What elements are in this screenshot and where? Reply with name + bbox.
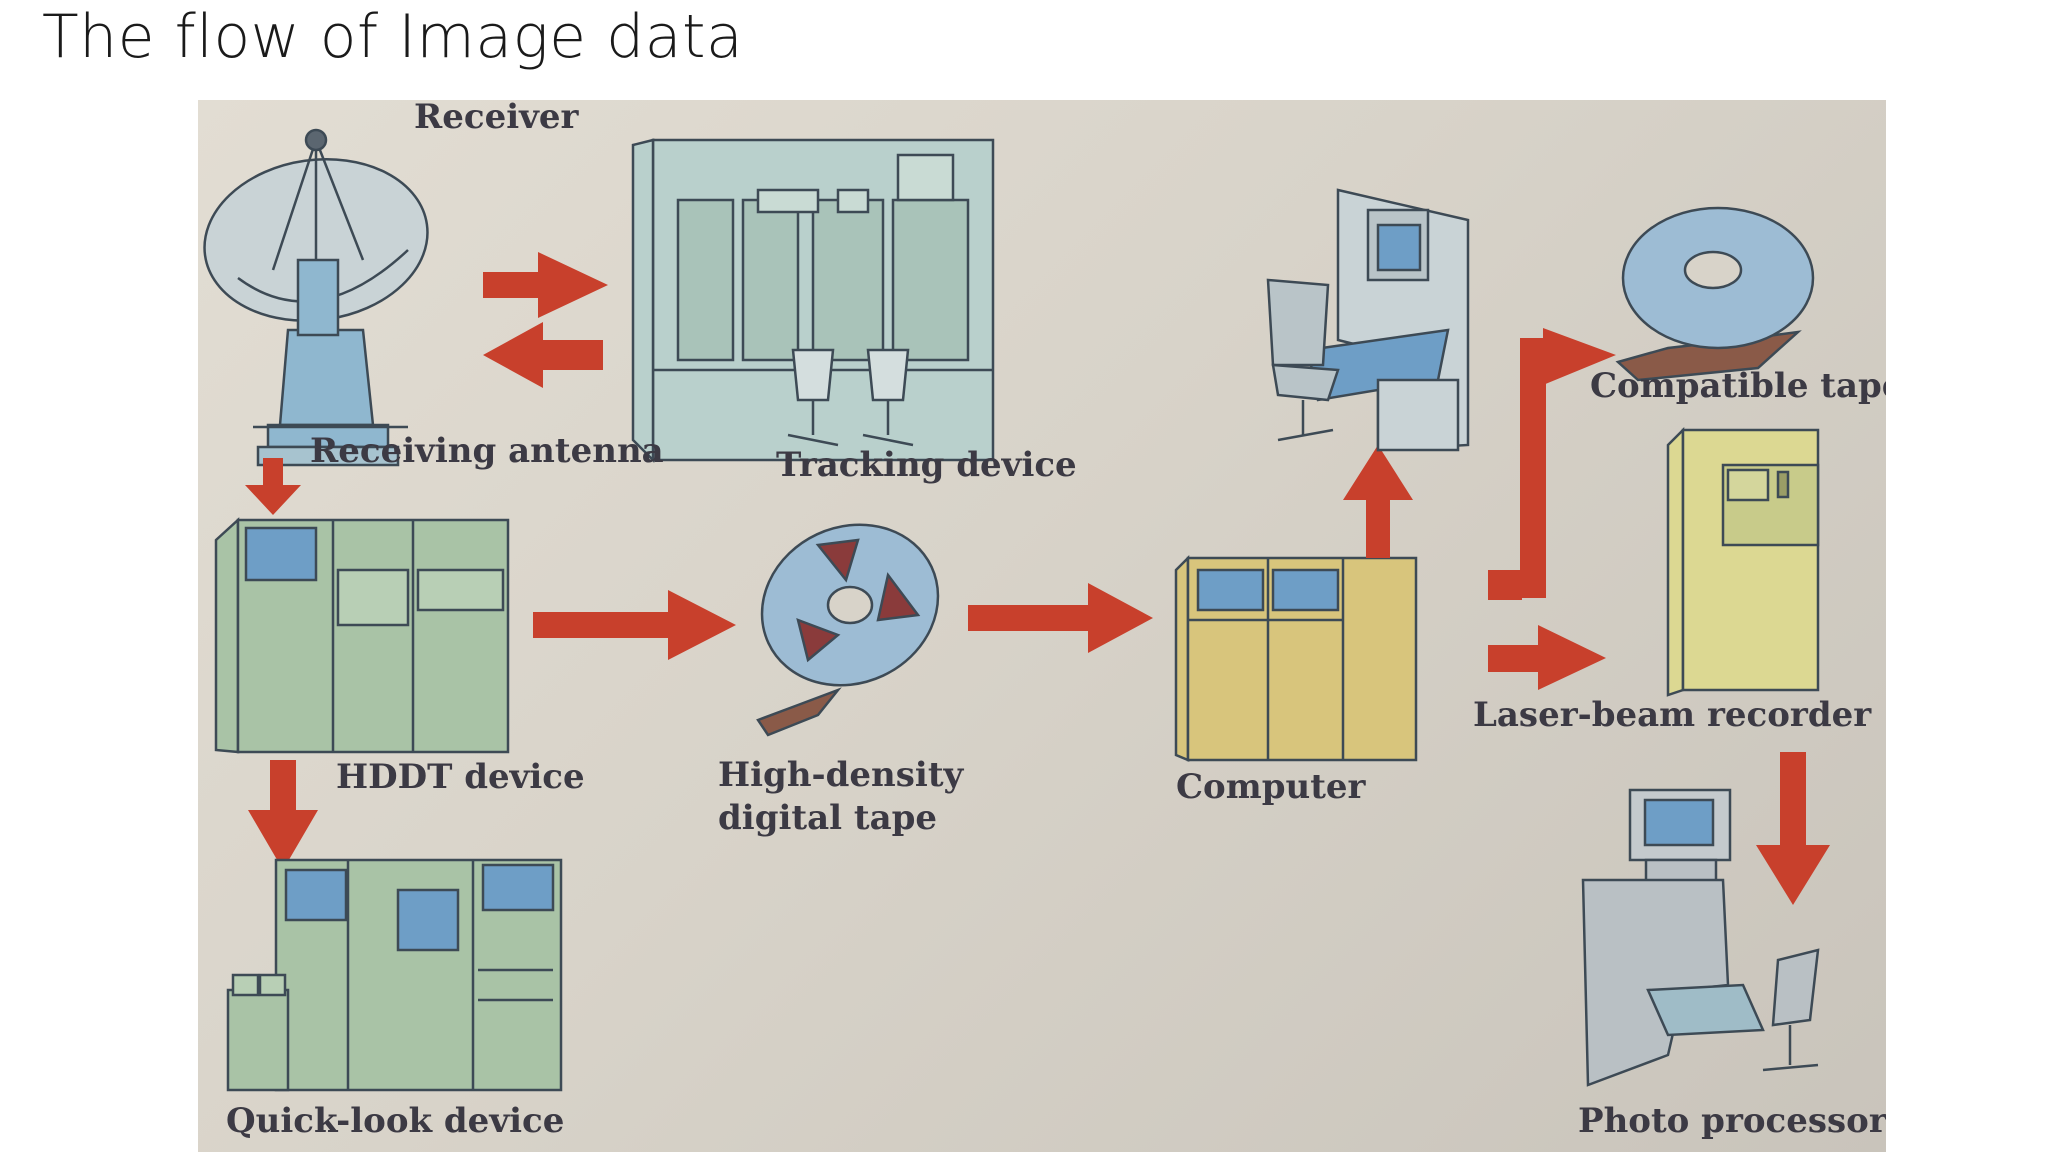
compatible-tape-icon [1615,206,1815,382]
terminal-icon [1266,188,1470,452]
photo-processor-label: Photo processor [1578,1101,1886,1141]
computer-label: Computer [1176,767,1366,807]
quick-look-device-label: Quick-look device [226,1101,565,1141]
tracking-device-label: Tracking device [776,445,1077,485]
tape-reel-icon [756,523,940,737]
arrow-antenna-to-hddt [245,458,301,515]
arrow-hddt-to-tape [533,590,736,660]
arrow-tape-to-computer [968,583,1153,653]
hddt-device-label: HDDT device [336,757,585,797]
receiving-antenna-label: Receiving antenna [310,431,664,471]
computer-icon [1174,554,1418,762]
arrow-recorder-to-photo-processor [1756,752,1830,905]
tracking-device-icon [631,138,995,464]
receiving-antenna-icon [203,128,429,467]
arrow-to-tracking [483,252,608,318]
high-density-tape-label-line1: High-density [718,755,964,795]
compatible-tape-label: Compatible tape [1590,366,1886,406]
photo-processor-icon [1581,788,1820,1087]
slide-title: The flow of Image data [42,2,744,72]
arrow-computer-to-terminal [1343,445,1413,558]
arrow-hddt-to-quick-look [248,760,318,870]
laser-beam-recorder-icon [1666,426,1820,697]
diagram-canvas [203,128,1830,1092]
hddt-device-icon [214,517,510,754]
arrow-from-tracking [483,322,603,388]
flow-diagram: Receiver Receiving antenna Tracking devi… [198,100,1886,1152]
high-density-tape-label: High-density digital tape [718,754,978,839]
arrow-computer-to-compatible-tape [1488,328,1616,600]
quick-look-device-icon [226,858,563,1092]
arrow-computer-to-laser-recorder [1488,625,1606,690]
high-density-tape-label-line2: digital tape [718,797,938,838]
laser-beam-recorder-label: Laser-beam recorder [1473,695,1872,735]
receiver-label: Receiver [414,100,579,137]
